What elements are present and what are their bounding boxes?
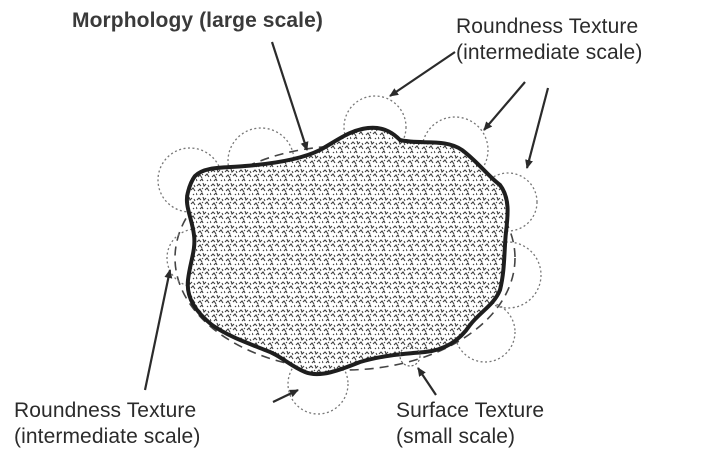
arrow-roundness-top [390,52,455,96]
arrow-roundness-left [145,270,170,390]
roundness-texture-label-right: Roundness Texture (intermediate scale) [456,14,642,66]
surface-texture-label: Surface Texture (small scale) [396,398,544,450]
arrow-surface [418,368,436,395]
roundness-left-line1: Roundness Texture [14,398,200,424]
roundness-left-line2: (intermediate scale) [14,424,200,450]
morphology-label: Morphology (large scale) [72,8,323,34]
roundness-texture-label-left: Roundness Texture (intermediate scale) [14,398,200,450]
arrow-roundness-mid [484,82,525,130]
arrow-roundness-bottom [273,390,298,402]
surface-line2: (small scale) [396,424,544,450]
arrow-morphology [272,42,307,150]
arrow-roundness-right [527,88,548,168]
surface-line1: Surface Texture [396,398,544,424]
particle-shape [187,128,508,374]
morphology-label-text: Morphology (large scale) [72,8,323,34]
roundness-right-line2: (intermediate scale) [456,40,642,66]
roundness-right-line1: Roundness Texture [456,14,642,40]
